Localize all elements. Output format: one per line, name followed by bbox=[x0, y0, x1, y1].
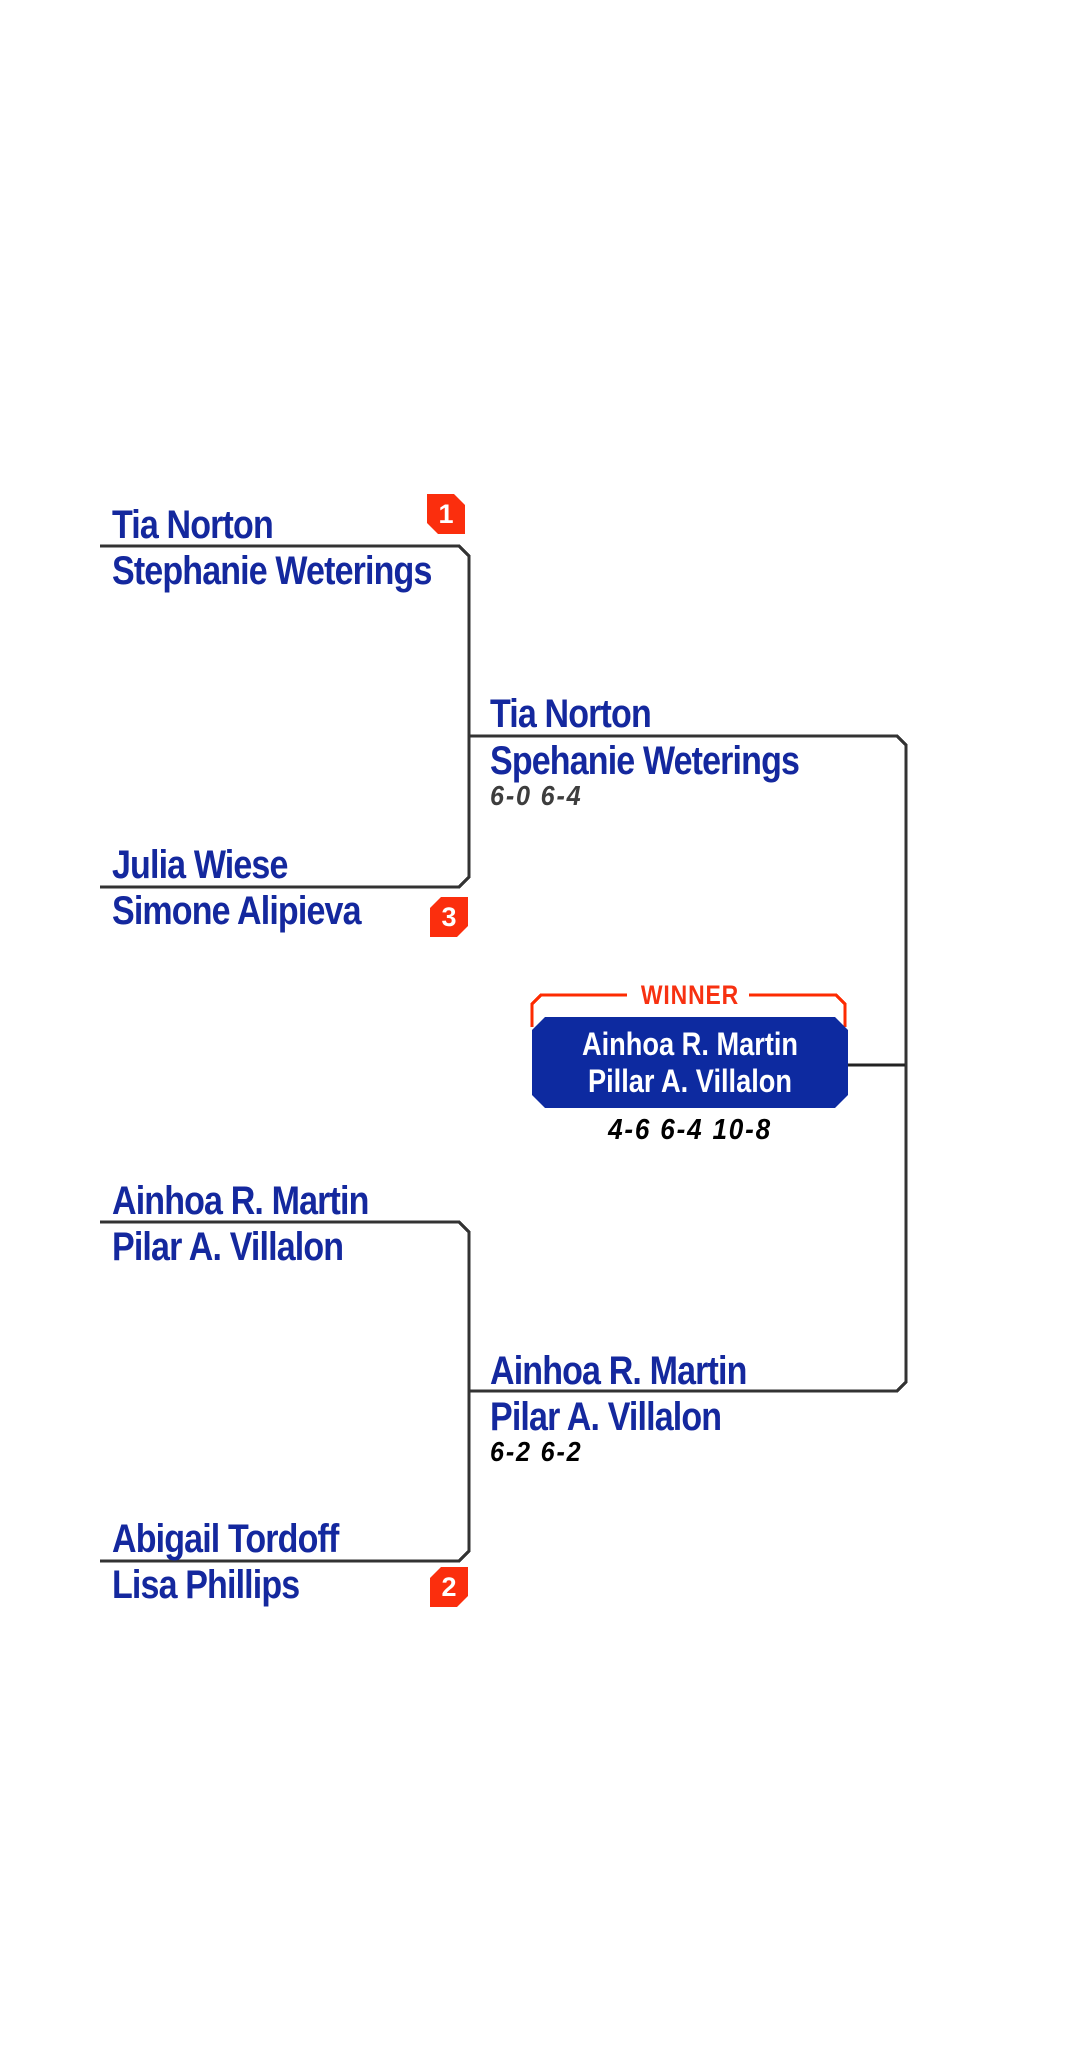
match2-bracket-line bbox=[100, 1220, 471, 1563]
winner-frame-left-line bbox=[530, 993, 627, 1027]
sf1-player2: Spehanie Weterings bbox=[490, 739, 800, 783]
r1-m1-bottom-player1: Julia Wiese bbox=[112, 843, 288, 887]
r1-m1-bottom-player2: Simone Alipieva bbox=[112, 889, 361, 933]
final-bracket-line bbox=[469, 734, 908, 1393]
r1-m2-top-player1: Ainhoa R. Martin bbox=[112, 1179, 369, 1223]
final-score: 4-6 6-4 10-8 bbox=[608, 1114, 772, 1146]
seed-badge-1: 1 bbox=[427, 494, 465, 534]
winner-player2: Pillar A. Villalon bbox=[587, 1062, 793, 1099]
sf1-player1: Tia Norton bbox=[490, 692, 652, 736]
sf1-score: 6-0 6-4 bbox=[490, 780, 583, 811]
r1-m2-bottom-player2: Lisa Phillips bbox=[112, 1563, 300, 1607]
r1-m2-top-player2: Pilar A. Villalon bbox=[112, 1225, 344, 1269]
r1-m1-top-player2: Stephanie Weterings bbox=[112, 549, 432, 593]
winner-player1: Ainhoa R. Martin bbox=[581, 1025, 799, 1062]
sf2-score: 6-2 6-2 bbox=[490, 1436, 583, 1467]
seed-badge-3: 3 bbox=[430, 897, 468, 937]
winner-label: WINNER bbox=[640, 980, 740, 1010]
winner-box: Ainhoa R. Martin Pillar A. Villalon bbox=[532, 1017, 848, 1108]
sf2-player1: Ainhoa R. Martin bbox=[490, 1349, 747, 1393]
r1-m2-bottom-player1: Abigail Tordoff bbox=[112, 1517, 339, 1561]
winner-frame-right-line bbox=[749, 993, 847, 1027]
match1-bracket-line bbox=[100, 544, 471, 889]
sf2-player2: Pilar A. Villalon bbox=[490, 1395, 722, 1439]
r1-m1-top-player1: Tia Norton bbox=[112, 503, 274, 547]
seed-badge-2: 2 bbox=[430, 1567, 468, 1607]
